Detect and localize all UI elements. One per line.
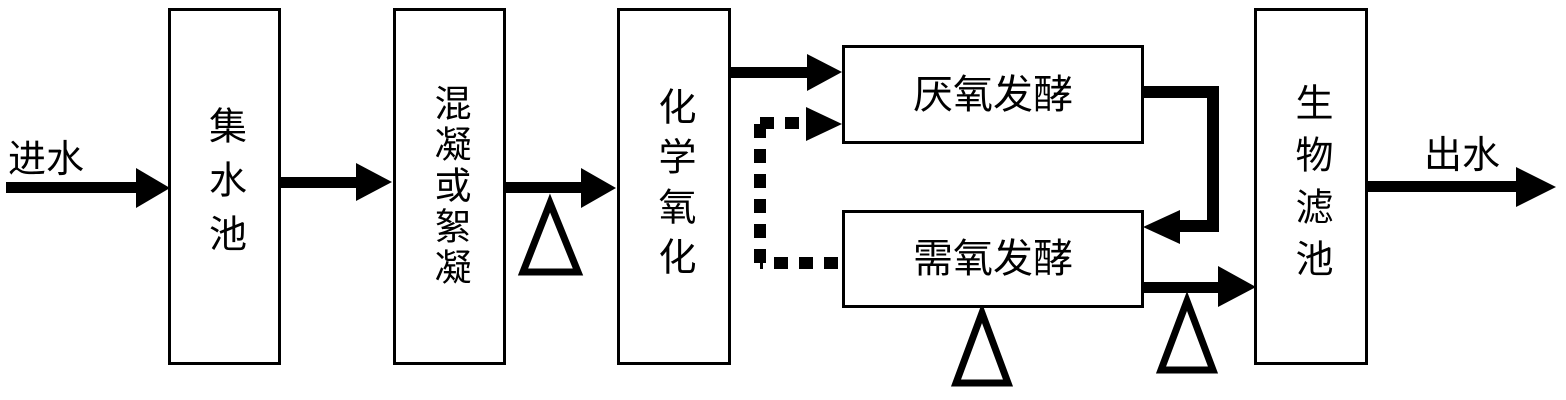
biofilter-box: 生物滤池 (1254, 8, 1368, 365)
coagulation-box: 混凝或絮凝 (393, 8, 506, 365)
aerobic-fermentation-label: 需氧发酵 (913, 236, 1073, 282)
inlet-arrow (6, 168, 170, 208)
collection-tank-label: 集水池 (202, 105, 247, 268)
biofilter-label: 生物滤池 (1289, 82, 1333, 291)
anaerobic-fermentation-label: 厌氧发酵 (913, 71, 1073, 118)
aerobic-fermentation-box: 需氧发酵 (842, 210, 1144, 308)
coagulation-label: 混凝或絮凝 (428, 84, 471, 289)
chemical-oxidation-label: 化学氧化 (652, 86, 696, 287)
outlet-arrow (1367, 167, 1556, 207)
collection-tank-box: 集水池 (168, 8, 281, 365)
delta-marker-3 (1155, 291, 1219, 374)
arrow-oxidation-to-anaerobic (731, 54, 842, 91)
delta-marker-1 (517, 193, 584, 276)
inlet-label: 进水 (8, 137, 85, 181)
chemical-oxidation-box: 化学氧化 (617, 8, 731, 365)
anaerobic-fermentation-box: 厌氧发酵 (842, 45, 1144, 144)
dashed-recycle-line (754, 107, 842, 269)
outlet-label: 出水 (1424, 133, 1501, 177)
delta-marker-2 (950, 302, 1014, 387)
arrow-aerobic-to-biofilter (1143, 266, 1256, 307)
arrow-coagulation-to-oxidation (505, 168, 616, 208)
arrow-anaerobic-to-aerobic (1143, 86, 1219, 244)
arrow-collection-to-coagulation (280, 163, 392, 201)
